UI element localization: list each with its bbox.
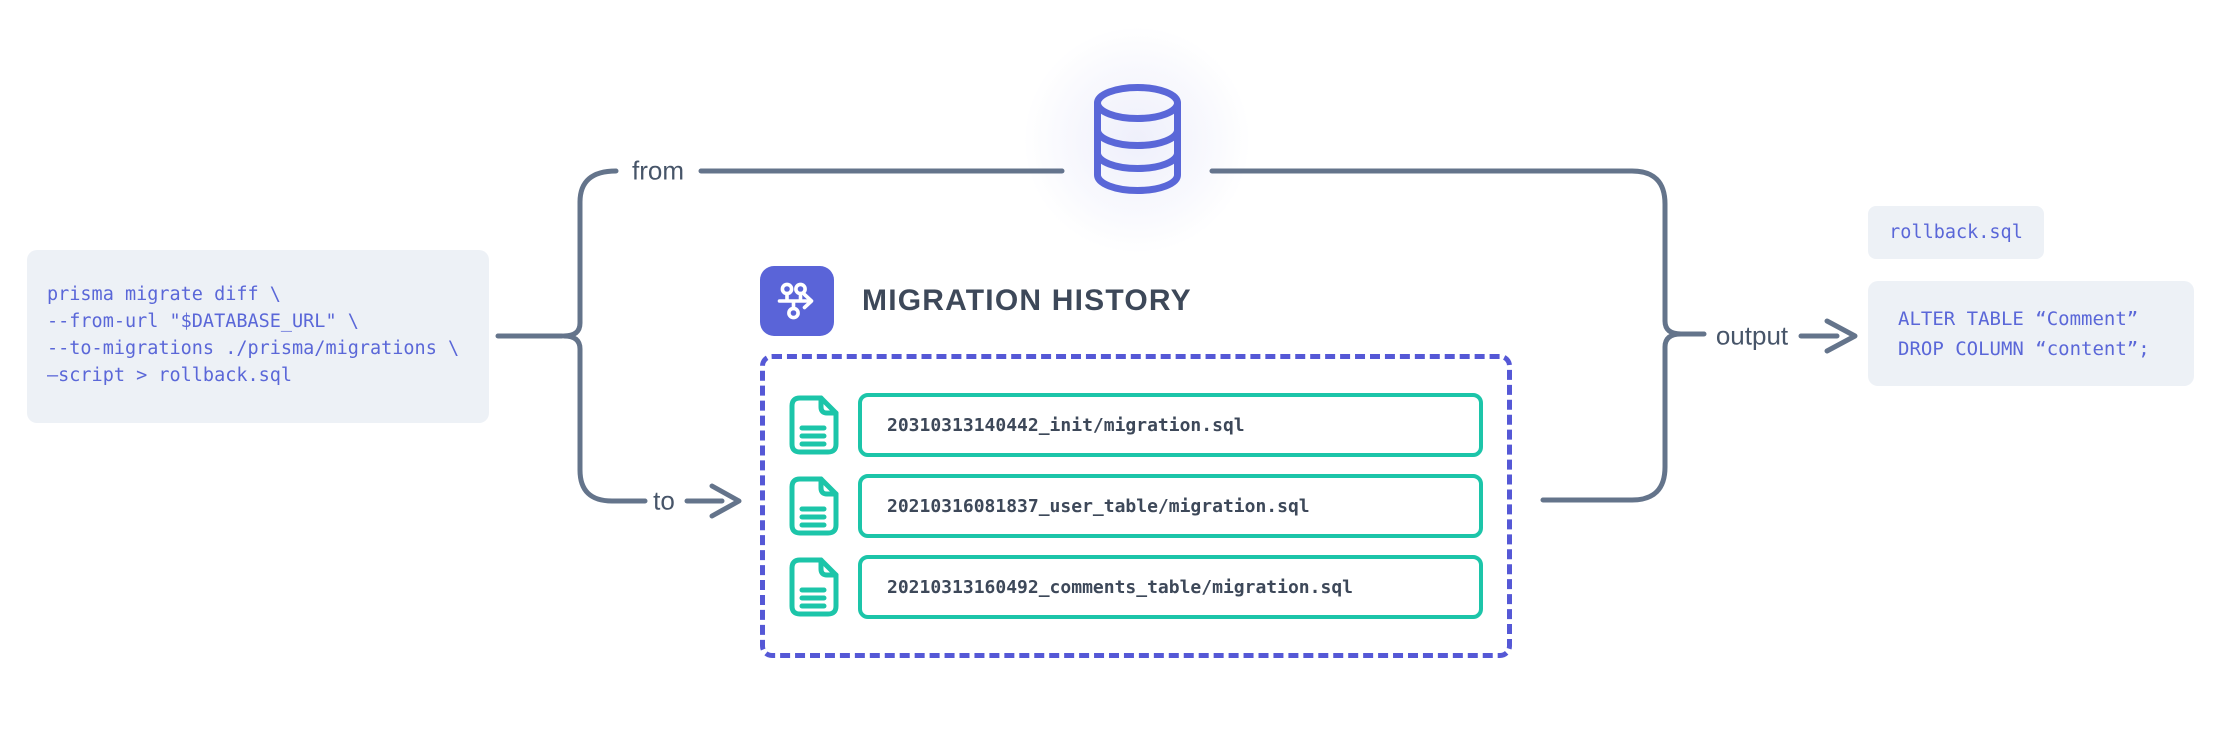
command-line: --to-migrations ./prisma/migrations \ xyxy=(47,338,460,359)
migration-file-row: 20210313160492_comments_table/migration.… xyxy=(788,555,1507,619)
migration-history-title: MIGRATION HISTORY xyxy=(862,284,1192,317)
database-glow xyxy=(1022,25,1252,255)
command-line: --from-url "$DATABASE_URL" \ xyxy=(47,311,359,332)
migration-history-badge xyxy=(760,266,834,336)
rollback-filename-badge: rollback.sql xyxy=(1868,206,2044,259)
migration-file-name: 20210316081837_user_table/migration.sql xyxy=(858,474,1483,538)
output-label: output xyxy=(1715,320,1789,351)
migration-file-row: 20210316081837_user_table/migration.sql xyxy=(788,474,1507,538)
file-document-icon xyxy=(789,476,839,536)
to-arrowhead xyxy=(709,483,742,519)
left-brace xyxy=(561,168,648,504)
migration-file-name: 20310313140442_init/migration.sql xyxy=(858,393,1483,457)
file-document-icon xyxy=(789,395,839,455)
sql-line: ALTER TABLE “Comment” xyxy=(1898,307,2139,330)
output-arrowhead xyxy=(1824,318,1858,354)
right-brace-lower xyxy=(1540,331,1684,503)
migration-history-box: 20310313140442_init/migration.sql 202103… xyxy=(760,354,1512,658)
command-line: prisma migrate diff \ xyxy=(47,284,281,305)
command-code-block: prisma migrate diff \ --from-url "$DATAB… xyxy=(27,250,489,423)
from-line-right xyxy=(1209,168,1684,337)
migration-file-row: 20310313140442_init/migration.sql xyxy=(788,393,1507,457)
from-label: from xyxy=(632,155,684,186)
database-icon xyxy=(1094,84,1181,194)
to-label: to xyxy=(653,485,675,516)
sql-line: DROP COLUMN “content”; xyxy=(1898,337,2150,360)
file-document-icon xyxy=(789,557,839,617)
migration-file-name: 20210313160492_comments_table/migration.… xyxy=(858,555,1483,619)
command-line: –script > rollback.sql xyxy=(47,365,293,386)
output-sql-block: ALTER TABLE “Comment” DROP COLUMN “conte… xyxy=(1868,281,2194,386)
git-timeline-icon xyxy=(777,282,814,320)
